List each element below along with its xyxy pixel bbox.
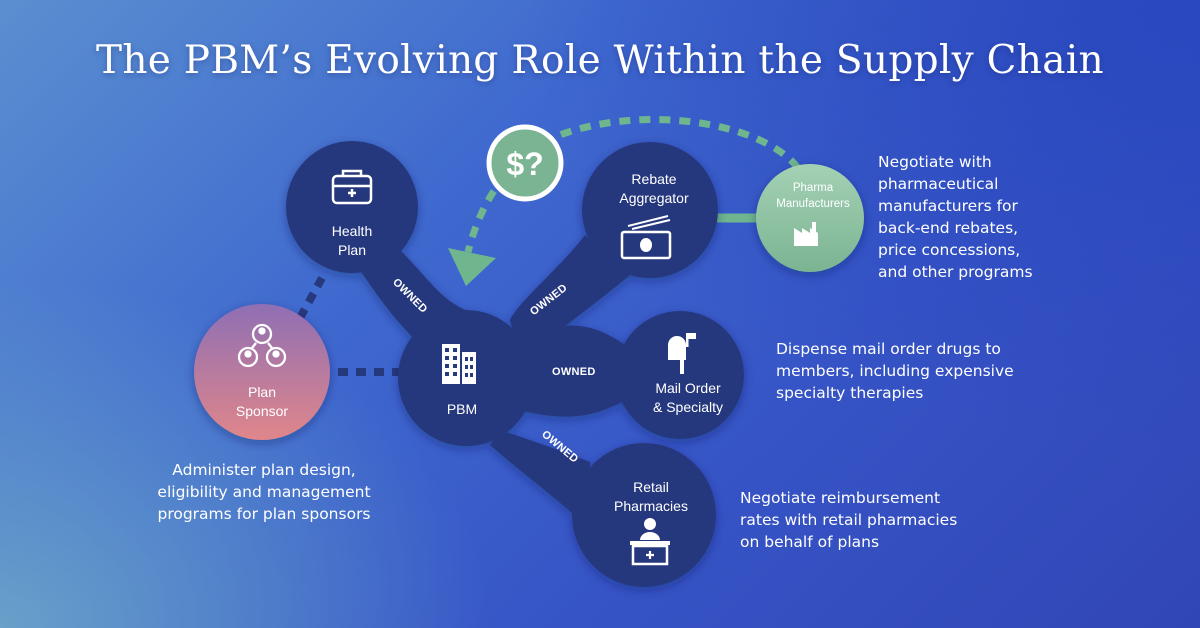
retail-description-line: on behalf of plans [740,533,880,551]
mail-description-line: specialty therapies [776,384,924,402]
mail-order-label-line2: & Specialty [652,399,724,415]
sponsor-description-line: programs for plan sponsors [157,505,371,523]
mail-description-line: members, including expensive [776,362,1014,380]
owned-label-mail-order: OWNED [552,366,596,378]
plan-sponsor-label-line1: Plan [247,384,277,400]
retail-description-line: Negotiate reimbursement [740,489,941,507]
plan-sponsor-node [194,304,330,440]
plan-sponsor-label-line2: Sponsor [235,403,289,419]
factory-icon [794,222,818,246]
retail-pharmacies-node [572,443,716,587]
sponsor-description-line: Administer plan design, [172,461,356,479]
sponsor-description: Administer plan design, eligibility and … [144,459,384,525]
pbm-label-line1: PBM [446,401,478,417]
health-plan-label: Health Plan [332,222,372,260]
blob-bridge-health [360,250,470,345]
health-plan-label-line2: Plan [337,242,367,258]
blob-bridge-mail [520,325,625,417]
blob-bridge-aggregator [510,235,630,360]
retail-description: Negotiate reimbursement rates with retai… [740,487,957,553]
pharma-description-line: Negotiate with [878,153,992,171]
sponsor-connectors [296,276,400,376]
rebate-aggregator-label: Rebate Aggregator [619,170,688,208]
pharma-description-line: back-end rebates, [878,219,1019,237]
pbm-network-blob [286,141,744,587]
rebate-aggregator-label-line1: Rebate [631,171,677,187]
mail-order-label-line1: Mail Order [655,380,721,396]
pharma-manufacturers-node [756,164,864,272]
rebate-flow-arrowhead [448,248,496,286]
sponsor-healthplan-connector [296,276,326,320]
plan-sponsor-label: Plan Sponsor [236,383,288,421]
sponsor-description-line: eligibility and management [157,483,371,501]
money-badge [486,124,564,202]
rebate-aggregator-label-line2: Aggregator [619,190,689,206]
pharmacy-counter-icon [630,518,670,566]
mail-description: Dispense mail order drugs to members, in… [776,338,1014,404]
pharma-manufacturers-label-line1: Pharma [792,182,834,194]
pharma-description-line: manufacturers for [878,197,1018,215]
mail-order-node [616,311,744,439]
money-badge-text: $? [506,146,543,182]
health-plan-label-line1: Health [331,223,373,239]
pbm-label: PBM [447,400,477,419]
retail-pharmacies-label-line1: Retail [633,479,669,495]
pharma-description-line: price concessions, [878,241,1021,259]
building-icon [442,344,476,384]
retail-description-line: rates with retail pharmacies [740,511,958,529]
pharma-description: Negotiate with pharmaceutical manufactur… [878,151,1033,283]
cash-icon [620,215,672,260]
retail-pharmacies-label-line2: Pharmacies [614,498,688,514]
first-aid-kit-icon [331,169,373,205]
rebate-aggregator-node [582,142,718,278]
pharma-description-line: pharmaceutical [878,175,999,193]
retail-pharmacies-label: Retail Pharmacies [614,478,688,516]
pharma-description-line: and other programs [878,263,1033,281]
mailbox-icon [668,333,696,374]
pharma-manufacturers-label: Pharma Manufacturers [776,180,850,212]
mail-order-label: Mail Order & Specialty [653,379,723,417]
pharma-manufacturers-label-line2: Manufacturers [776,198,850,210]
blob-bridge-retail [490,430,590,530]
mail-description-line: Dispense mail order drugs to [776,340,1001,358]
health-plan-node [286,141,418,273]
people-group-icon [237,323,287,368]
page-title: The PBM’s Evolving Role Within the Suppl… [96,38,1104,83]
